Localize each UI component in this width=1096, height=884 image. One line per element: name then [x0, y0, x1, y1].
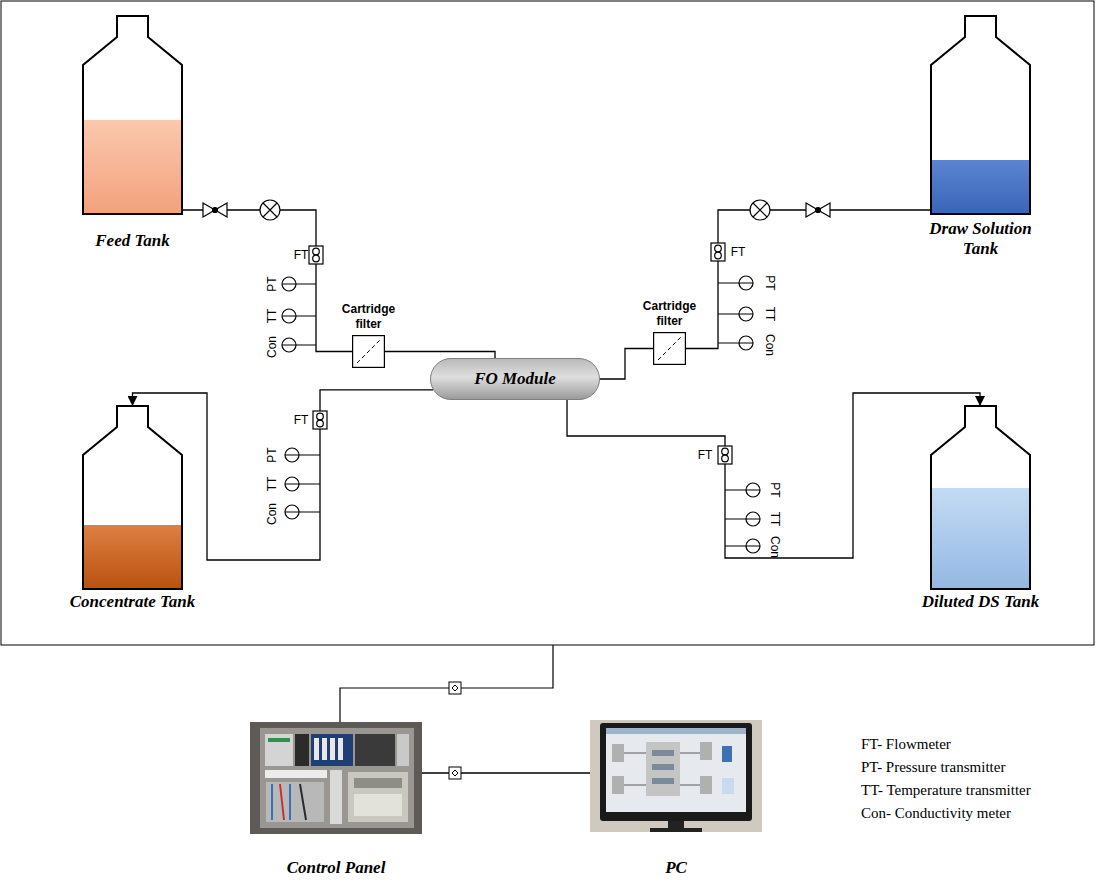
feed-pipe	[183, 210, 352, 352]
membrane-module: FO Module	[430, 358, 600, 400]
tank-wall	[83, 406, 182, 589]
node-label: Diluted DS Tank	[922, 592, 1039, 612]
liquid-fill	[83, 525, 182, 589]
instrument-tag: PT	[764, 275, 776, 290]
cable-connector-symbol	[449, 767, 461, 779]
draw-pipe	[600, 349, 653, 380]
instrument-tag: FT	[294, 249, 309, 261]
instrument-tag: FT	[698, 449, 713, 461]
inline-strainer-outline	[352, 335, 385, 368]
cable-connector-symbol	[449, 682, 461, 694]
legend-entry: TT- Temperature transmitter	[861, 781, 1031, 799]
signal-cable	[422, 772, 590, 773]
draw-pipe	[686, 210, 930, 349]
instrument-tag: PT	[266, 276, 278, 291]
legend-entry: PT- Pressure transmitter	[861, 758, 1005, 776]
instrument-tag: Con	[266, 336, 278, 358]
flowmeter-symbol	[718, 446, 732, 464]
strainer-body	[353, 336, 385, 368]
inline-strainer: Cartridge filter	[653, 332, 686, 365]
strainer-element	[357, 340, 380, 363]
instrument-tag: TT	[266, 309, 278, 324]
legend-entry: Con- Conductivity meter	[861, 804, 1011, 822]
instrument-symbol	[725, 483, 760, 553]
liquid-fill	[83, 120, 182, 214]
valve-symbol	[203, 203, 227, 217]
instrument-symbol	[718, 276, 753, 350]
tank: Diluted DS Tank	[930, 405, 1031, 590]
node-label: Cartridge filter	[338, 302, 400, 331]
tank-wall	[83, 16, 182, 214]
outlet-pipe	[567, 393, 980, 558]
instrument-symbol	[285, 448, 320, 519]
tank-outline	[930, 405, 1031, 590]
instrument-tag: PT	[266, 447, 278, 462]
instrument-symbol	[282, 277, 316, 352]
inline-strainer: Cartridge filter	[352, 335, 385, 368]
legend-entry: FT- Flowmeter	[861, 735, 951, 753]
flowmeter-symbol	[309, 246, 323, 264]
flowmeter-symbol	[711, 243, 725, 261]
module-body	[431, 359, 600, 400]
liquid-fill	[931, 488, 1030, 589]
process-frame	[1, 1, 1094, 645]
tank-wall	[931, 406, 1030, 589]
instrument-tag: Con	[266, 503, 278, 525]
instrument-tag: TT	[769, 512, 781, 527]
pump-symbol	[260, 200, 280, 220]
node-label: Control Panel	[287, 858, 386, 878]
instrument-tag: TT	[764, 307, 776, 322]
tank-outline	[82, 15, 183, 215]
instrument-tag: FT	[731, 246, 746, 258]
signal-cable	[340, 645, 553, 722]
node-label: Concentrate Tank	[70, 592, 195, 612]
computer-photo	[590, 720, 762, 832]
valve-symbol	[806, 203, 830, 217]
cabinet-photo	[250, 722, 422, 834]
strainer-element	[658, 337, 681, 360]
instrument-tag: Con	[764, 334, 776, 356]
instrument-tag: TT	[266, 477, 278, 492]
feed-pipe	[385, 352, 495, 359]
tank: Draw Solution Tank	[930, 15, 1031, 215]
control-cabinet: Control Panel	[250, 722, 422, 834]
pump-symbol	[750, 200, 770, 220]
tank-outline	[930, 15, 1031, 215]
instrument-tag: PT	[769, 482, 781, 497]
connector-group	[133, 210, 980, 773]
node-label: Draw Solution Tank	[916, 219, 1046, 260]
tank: Concentrate Tank	[82, 405, 183, 590]
computer: PC	[590, 720, 762, 832]
node-label: FO Module	[430, 369, 600, 389]
instrument-tag: FT	[294, 414, 309, 426]
tank-outline	[82, 405, 183, 590]
strainer-body	[654, 333, 686, 365]
node-label: Cartridge filter	[639, 299, 701, 328]
node-label: Feed Tank	[95, 231, 169, 251]
node-label: PC	[665, 858, 687, 878]
flowmeter-symbol	[313, 411, 327, 429]
tank-wall	[931, 16, 1030, 214]
inline-strainer-outline	[653, 332, 686, 365]
instrument-tag: Con	[769, 536, 781, 558]
tank: Feed Tank	[82, 15, 183, 215]
liquid-fill	[931, 160, 1030, 214]
